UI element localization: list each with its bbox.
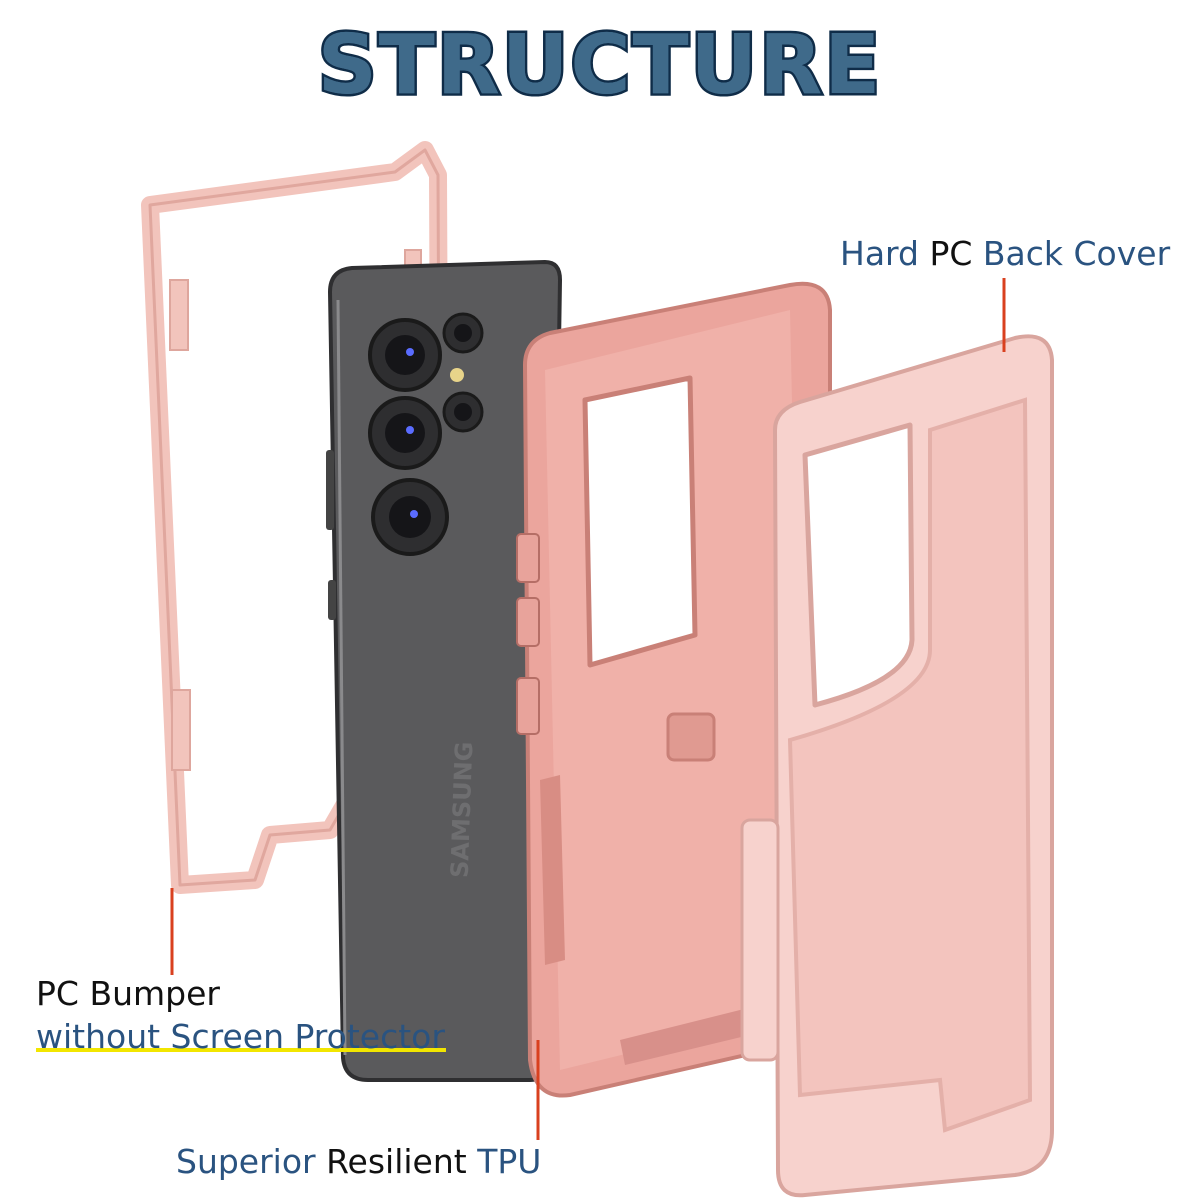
tpu-label-part2: Resilient (326, 1142, 467, 1181)
bumper-label-part2: Bumper (78, 974, 220, 1013)
bumper-highlight-underline (36, 1048, 446, 1052)
back-cover-label-part2: PC (929, 234, 973, 273)
bumper-label-line2: without Screen Protector (36, 1017, 445, 1056)
camera-lenses (368, 312, 484, 556)
phone-brand-text: SAMSUNG (446, 741, 479, 878)
tpu-label: Superior Resilient TPU (176, 1142, 541, 1181)
bumper-label-part1: PC (36, 974, 79, 1013)
pc-back-cover (740, 334, 1054, 1198)
back-cover-label-part1: Hard (840, 234, 930, 273)
tpu-label-part3: TPU (466, 1142, 542, 1181)
pointer-lines (170, 278, 1006, 1140)
tpu-label-part1: Superior (176, 1142, 327, 1181)
phone-body: SAMSUNG (326, 259, 563, 1082)
back-cover-label-part3: Back Cover (972, 234, 1171, 273)
bumper-label-line1: PC Bumper (36, 974, 220, 1013)
page-title: STRUCTURE (315, 16, 883, 116)
back-cover-label: Hard PC Back Cover (840, 234, 1170, 273)
